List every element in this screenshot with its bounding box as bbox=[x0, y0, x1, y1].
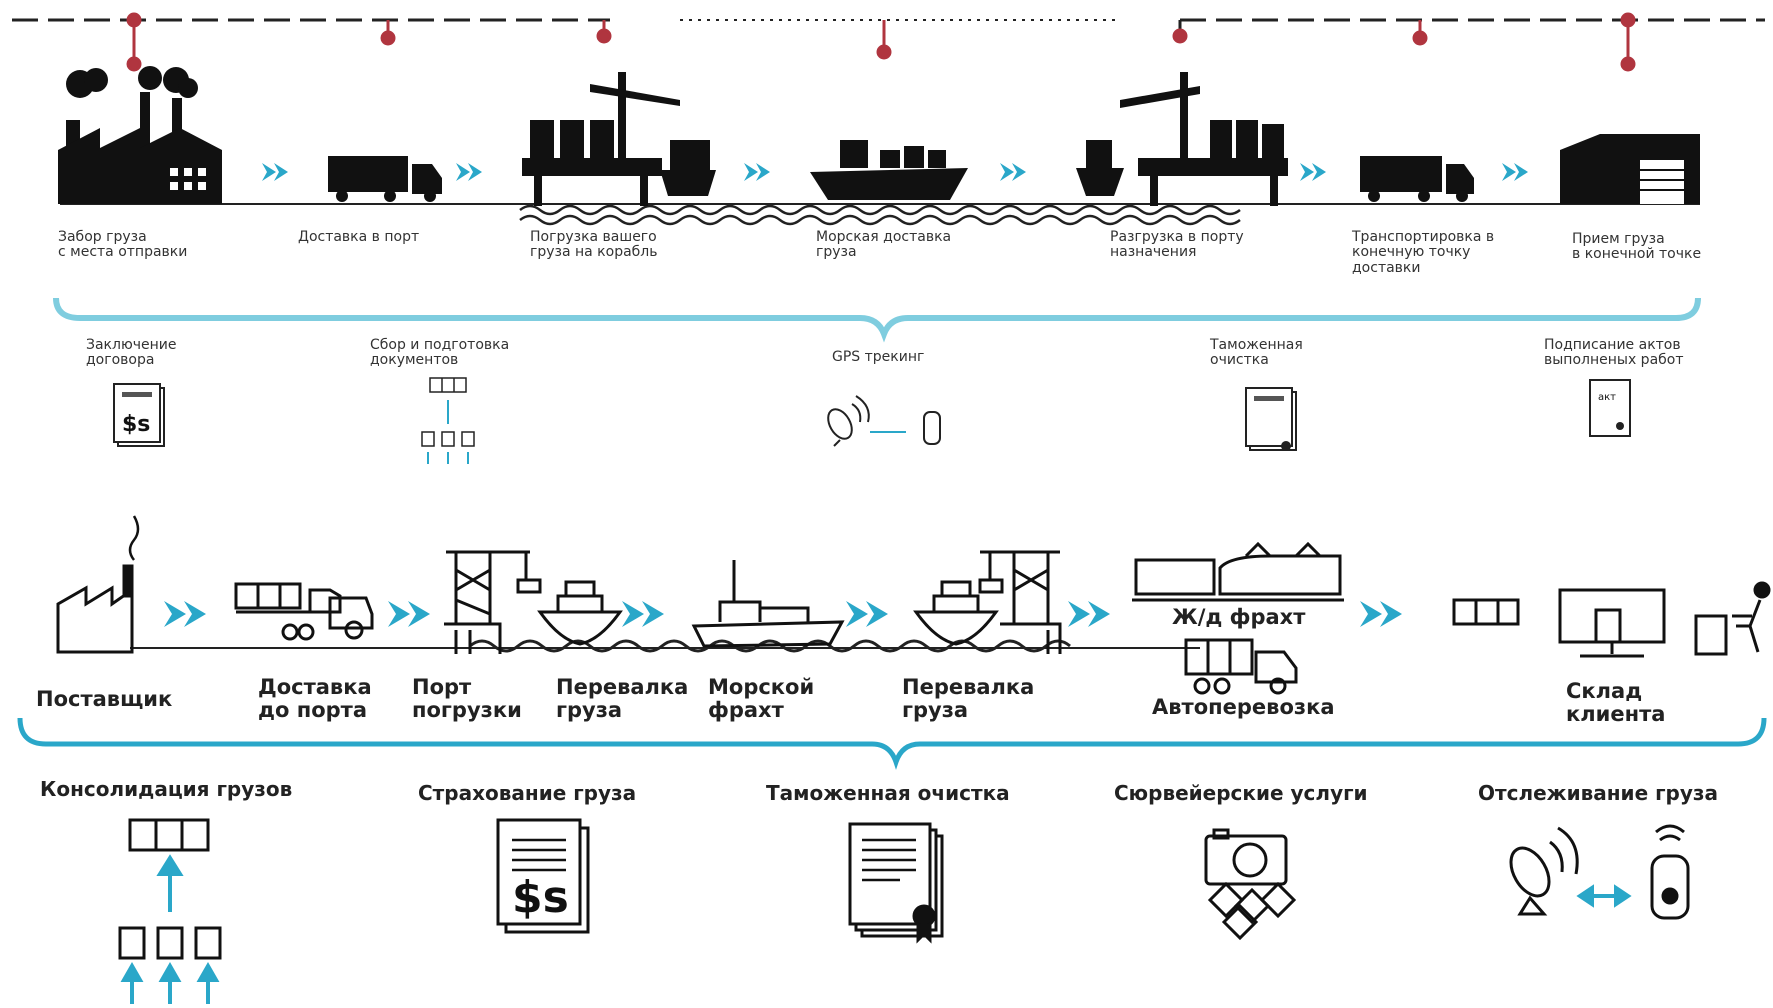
timeline-marker bbox=[380, 30, 396, 46]
flow-arrow-icon bbox=[456, 163, 482, 181]
cargo-ship-icon bbox=[810, 140, 968, 200]
port-crane-icon bbox=[444, 550, 542, 654]
act-icon-text: акт bbox=[1598, 392, 1616, 403]
flow-arrow-icon bbox=[1360, 601, 1402, 627]
step-label: Морской фрахт bbox=[708, 675, 815, 723]
customs-document-icon bbox=[848, 822, 944, 944]
truck-icon bbox=[328, 156, 442, 202]
water-waves bbox=[519, 204, 1241, 216]
step-label: Забор груза с места отправки bbox=[58, 229, 188, 261]
consolidation-icon bbox=[421, 377, 475, 464]
port-crane-icon bbox=[522, 72, 716, 206]
cargo-ship-icon bbox=[691, 560, 845, 648]
water-waves bbox=[469, 639, 1071, 653]
step-label: Доставка в порт bbox=[298, 229, 420, 245]
step-label: Перевалка груза bbox=[902, 675, 1035, 723]
service-label: Страхование груза bbox=[418, 781, 637, 805]
port-crane-icon bbox=[1120, 72, 1288, 206]
timeline-markers bbox=[126, 12, 1636, 72]
timeline-marker bbox=[1412, 30, 1428, 46]
factory-icon bbox=[56, 515, 140, 654]
contract-icon bbox=[113, 383, 165, 447]
service-label: Заключение договора bbox=[86, 337, 177, 369]
service-label: Сбор и подготовка документов bbox=[370, 337, 510, 369]
ship-icon bbox=[913, 580, 999, 646]
timeline-marker bbox=[126, 56, 142, 72]
service-label: Подписание актов выполненых работ bbox=[1544, 337, 1684, 369]
timeline-marker bbox=[1620, 12, 1636, 28]
warehouse-icon bbox=[1560, 134, 1700, 204]
act-document-icon bbox=[1589, 379, 1631, 437]
contract-icon-text: $s bbox=[122, 412, 151, 437]
factory-icon bbox=[58, 66, 222, 204]
flow-arrow-icon bbox=[1502, 163, 1528, 181]
step-label: Доставка до порта bbox=[258, 675, 372, 723]
step-label: Погрузка вашего груза на корабль bbox=[530, 229, 658, 261]
flow-arrow-icon bbox=[262, 163, 288, 181]
flow-arrow-icon bbox=[744, 163, 770, 181]
insurance-icon-text: $s bbox=[512, 872, 569, 923]
flow-arrow-icon bbox=[1000, 163, 1026, 181]
port-crane-icon bbox=[978, 550, 1062, 654]
customs-document-icon bbox=[1245, 387, 1297, 451]
container-icon bbox=[1452, 598, 1520, 626]
service-label: Сюрвейерские услуги bbox=[1114, 781, 1368, 805]
water-waves bbox=[519, 214, 1241, 226]
office-worker-icon bbox=[1694, 581, 1771, 656]
warehouse-monitor-icon bbox=[1558, 588, 1666, 658]
service-label: Отслеживание груза bbox=[1478, 781, 1719, 805]
step-label: Морская доставка груза bbox=[816, 229, 952, 261]
consolidation-icon bbox=[118, 818, 222, 1004]
truck-icon bbox=[234, 582, 374, 641]
service-label: Консолидация грузов bbox=[40, 777, 293, 801]
brace-bottom bbox=[17, 717, 1767, 770]
train-icon bbox=[1132, 541, 1344, 602]
satellite-tracking-icon bbox=[1509, 824, 1690, 920]
ship-icon bbox=[537, 580, 623, 646]
step-label: Разгрузка в порту назначения bbox=[1110, 229, 1244, 261]
step-label: Порт погрузки bbox=[412, 675, 522, 723]
camera-survey-icon bbox=[1204, 828, 1297, 941]
brace-top bbox=[53, 297, 1701, 343]
flow-arrow-icon bbox=[846, 601, 888, 627]
flow-arrow-icon bbox=[164, 601, 206, 627]
step-label: Автоперевозка bbox=[1152, 695, 1335, 719]
ship-icon bbox=[1076, 140, 1124, 196]
step-label: Транспортировка в конечную точку доставк… bbox=[1352, 229, 1495, 276]
service-label: GPS трекинг bbox=[832, 349, 925, 365]
flow-arrow-icon bbox=[622, 601, 664, 627]
truck-icon bbox=[1360, 156, 1474, 202]
timeline-marker bbox=[596, 28, 612, 44]
timeline-marker bbox=[126, 12, 142, 28]
timeline-marker bbox=[876, 44, 892, 60]
insurance-icon bbox=[496, 818, 590, 934]
satellite-tracking-icon bbox=[827, 395, 941, 447]
flow-arrow-icon bbox=[1300, 163, 1326, 181]
flow-arrow-icon bbox=[1068, 601, 1110, 627]
service-label: Таможенная очистка bbox=[766, 781, 1010, 805]
step-label: Склад клиента bbox=[1566, 679, 1666, 727]
step-label: Перевалка груза bbox=[556, 675, 689, 723]
step-label: Поставщик bbox=[36, 687, 173, 711]
step-label: Прием груза в конечной точке bbox=[1572, 231, 1702, 263]
timeline-marker bbox=[1172, 28, 1188, 44]
timeline-marker bbox=[1620, 56, 1636, 72]
service-label: Таможенная очистка bbox=[1210, 337, 1303, 369]
flow-arrow-icon bbox=[388, 601, 430, 627]
top-timeline bbox=[12, 18, 1765, 36]
step-label: Ж/д фрахт bbox=[1172, 605, 1306, 629]
truck-icon bbox=[1184, 638, 1298, 695]
